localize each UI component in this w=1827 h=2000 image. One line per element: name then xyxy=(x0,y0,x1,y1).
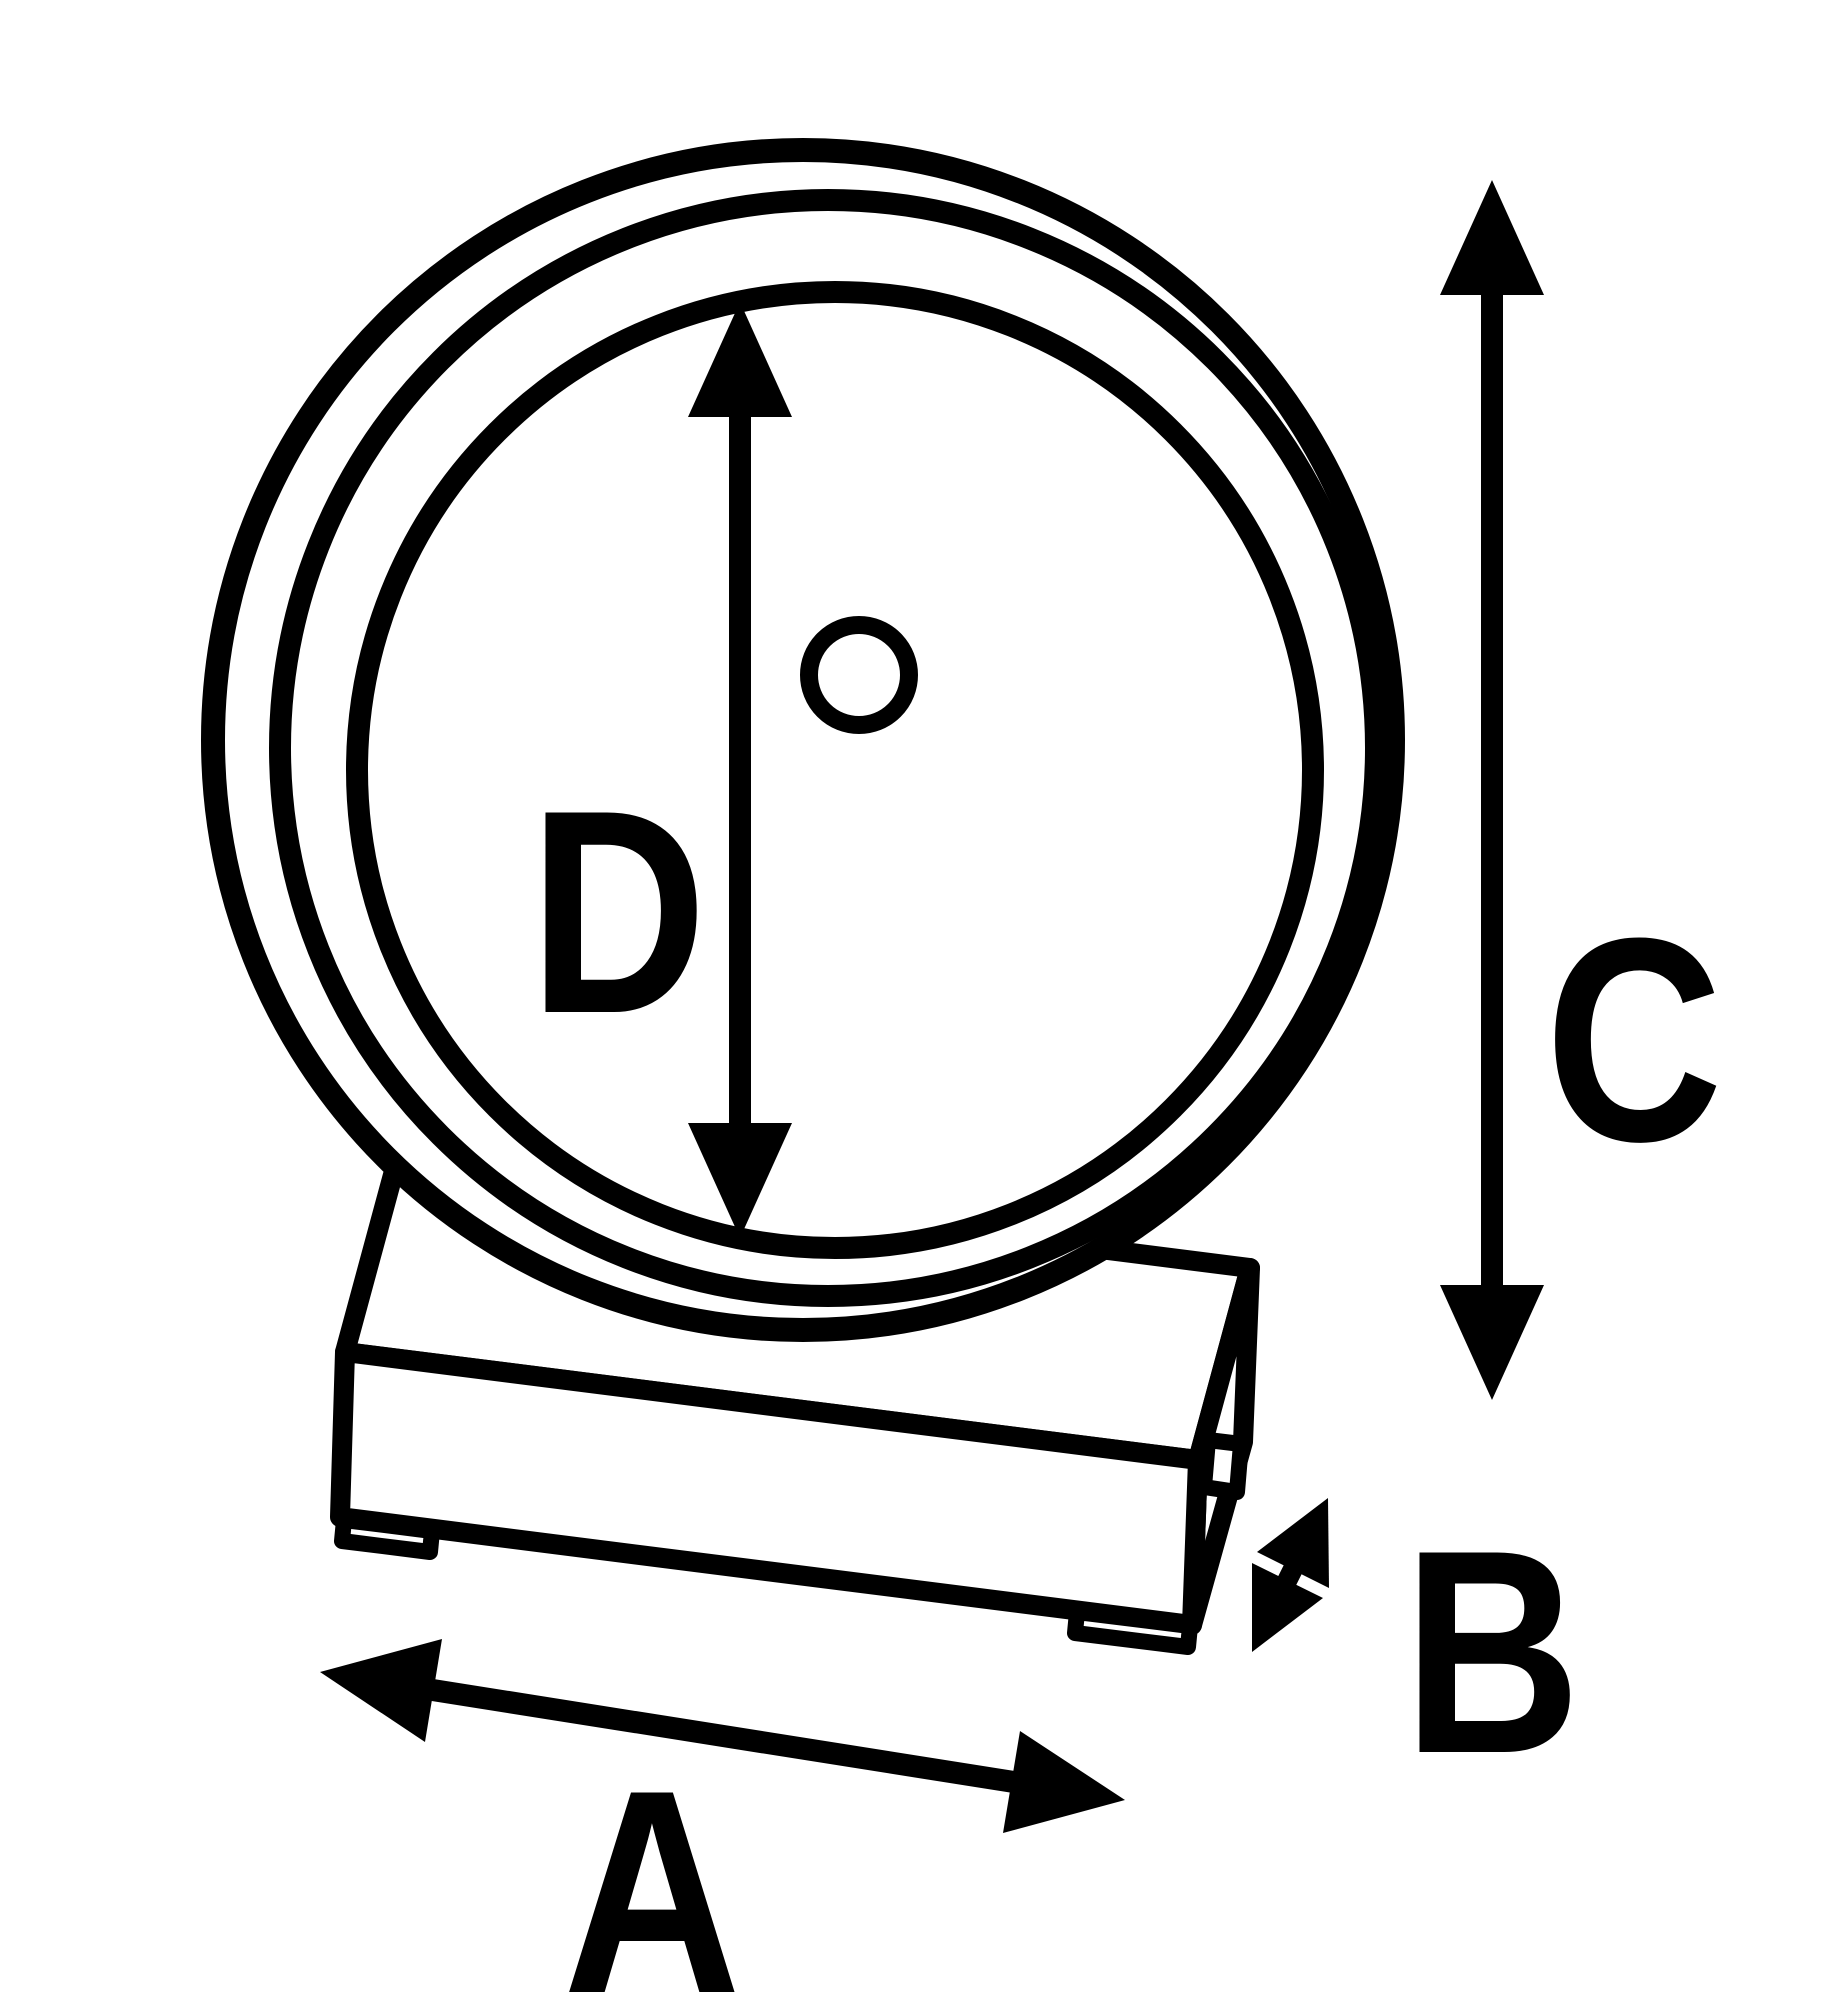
dimension-a: A xyxy=(320,1639,1125,2000)
wheel-face xyxy=(346,281,1324,1259)
label-b: B xyxy=(1403,1490,1581,1814)
dimension-a-shaft xyxy=(418,1677,1022,1794)
dimension-c-arrowhead-bottom xyxy=(1440,1285,1544,1400)
label-a: A xyxy=(563,1730,741,2000)
dimension-d: D xyxy=(529,302,792,1238)
dimension-c: C xyxy=(1440,180,1723,1400)
dimension-b-arrowhead-bottom xyxy=(1252,1563,1323,1652)
base-left-foot xyxy=(334,1512,440,1560)
dimension-b: B xyxy=(1252,1490,1581,1814)
base-rear-foot xyxy=(1196,1432,1249,1500)
wheel-hub-hole xyxy=(800,616,918,734)
label-d: D xyxy=(529,750,707,1074)
dimension-a-arrowhead-left xyxy=(320,1639,442,1742)
label-c: C xyxy=(1545,878,1723,1202)
dimension-c-arrowhead-top xyxy=(1440,180,1544,295)
dimension-a-arrowhead-right xyxy=(1003,1731,1125,1833)
dimension-b-arrowhead-top xyxy=(1257,1498,1329,1588)
exercise-wheel xyxy=(201,138,1405,1342)
base-right-front-foot xyxy=(1067,1604,1198,1655)
dimension-d-arrowhead-top xyxy=(688,302,792,417)
dimension-d-arrowhead-bottom xyxy=(688,1123,792,1238)
